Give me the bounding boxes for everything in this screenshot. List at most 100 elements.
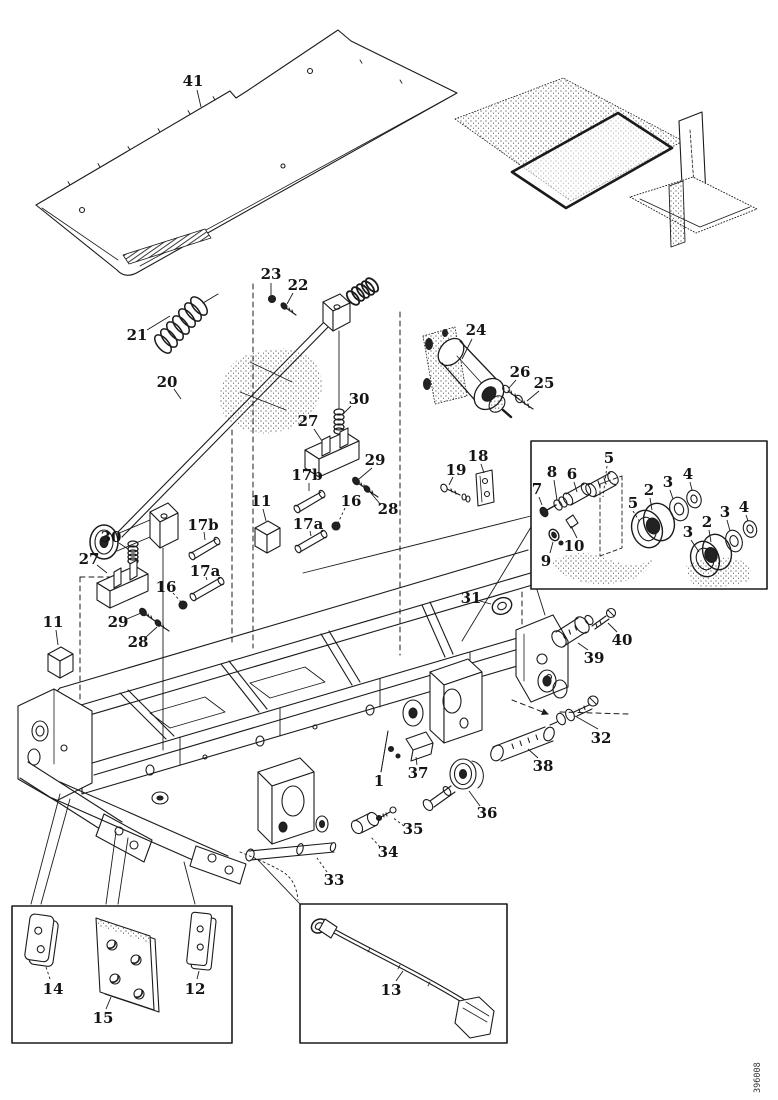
callout-40: 40 — [612, 631, 633, 649]
pin-17b-left — [188, 536, 221, 561]
callout-10: 10 — [564, 537, 585, 555]
callout-leader-11 — [262, 508, 267, 522]
frame-right-bracket — [402, 658, 483, 744]
callout-leader-32 — [574, 715, 599, 730]
callout-leader-10 — [570, 525, 578, 539]
callout-3: 3 — [663, 473, 673, 491]
callout-26: 26 — [510, 363, 531, 381]
callout-36: 36 — [477, 804, 498, 822]
callout-leader-38 — [527, 748, 539, 759]
panel-hole — [78, 206, 86, 214]
deflector-frame — [510, 111, 674, 210]
callout-28: 28 — [128, 633, 149, 651]
frame-left-end-plate — [17, 688, 93, 802]
callout-35: 35 — [403, 820, 424, 838]
screw-28-left — [154, 619, 170, 632]
callout-leader-33 — [316, 857, 328, 873]
callout-leader-3 — [726, 519, 731, 532]
mount-set-right — [254, 408, 495, 554]
screw-22 — [280, 302, 297, 316]
screw-assembly-32 — [549, 695, 599, 726]
callout-32: 32 — [591, 729, 612, 747]
bearing-detail-inset — [530, 440, 768, 590]
callout-leader-35 — [391, 816, 405, 827]
callout-leader-13 — [395, 970, 404, 982]
frame-right-end-plate — [515, 573, 569, 703]
callout-17b: 17b — [187, 516, 218, 534]
callout-23: 23 — [261, 265, 282, 283]
callout-leader-29 — [358, 467, 373, 480]
loose-parts-right — [245, 607, 617, 862]
callout-leader-21 — [146, 315, 171, 331]
ball-16-left — [178, 600, 188, 610]
callout-leader-31 — [479, 600, 492, 605]
drawing-number: 396008 — [753, 1062, 763, 1093]
callout-leader-28 — [145, 626, 158, 638]
callout-17b: 17b — [291, 466, 322, 484]
callout-29: 29 — [108, 613, 129, 631]
drive-shaft-assembly — [89, 277, 380, 751]
callout-leader-2 — [649, 497, 653, 511]
cable-inset — [299, 903, 508, 1044]
callout-leader-3 — [669, 489, 674, 500]
callout-leader-24 — [461, 338, 473, 360]
washer-9 — [548, 528, 564, 546]
frame-mid-bracket — [257, 757, 329, 845]
callout-34: 34 — [378, 843, 399, 861]
callout-leader-6 — [573, 481, 578, 493]
roller-36 — [422, 758, 484, 811]
callout-27: 27 — [79, 550, 100, 568]
callout-30: 30 — [349, 390, 370, 408]
deflector-assembly — [454, 77, 758, 248]
callout-3: 3 — [683, 523, 693, 541]
callout-leader-30 — [118, 542, 129, 550]
screw-29-left — [139, 607, 156, 622]
callout-5: 5 — [628, 494, 638, 512]
callout-leader-17b — [203, 531, 206, 541]
callout-leader-26 — [508, 379, 517, 389]
mount-set-left — [47, 536, 225, 679]
callout-leader-19 — [448, 476, 454, 486]
callout-leader-1 — [380, 730, 389, 773]
callout-16: 16 — [341, 492, 362, 510]
callout-9: 9 — [541, 552, 551, 570]
callout-20: 20 — [157, 373, 178, 391]
pin-17b-right — [293, 489, 326, 514]
callout-33: 33 — [324, 871, 345, 889]
callout-6: 6 — [567, 465, 577, 483]
callout-22: 22 — [288, 276, 309, 294]
callout-leader-29 — [126, 612, 142, 620]
shaft-5-assembly — [539, 470, 619, 518]
callout-37: 37 — [408, 764, 429, 782]
callout-17a: 17a — [293, 515, 324, 533]
callout-2: 2 — [702, 513, 712, 531]
ball-16-right — [331, 521, 341, 531]
bolt-38 — [490, 726, 555, 762]
callout-31: 31 — [461, 589, 482, 607]
panel-hole — [306, 67, 314, 75]
callout-21: 21 — [127, 326, 148, 344]
top-cover-panel — [35, 29, 458, 276]
callout-leader-17a — [205, 576, 208, 581]
screw-19 — [440, 483, 471, 503]
panel-edge-ticks — [67, 59, 403, 186]
callout-leader-41 — [196, 89, 202, 108]
callout-leader-17a — [309, 530, 312, 537]
screw-40 — [591, 607, 617, 630]
callout-1: 1 — [374, 772, 384, 790]
plate-12 — [186, 911, 217, 971]
pin-33 — [245, 842, 337, 862]
callout-leader-14 — [45, 966, 51, 980]
pin-17a-right — [294, 529, 328, 554]
pin-17a-left — [189, 576, 225, 602]
callout-leader-9 — [549, 541, 554, 554]
inset-leader-lines — [30, 515, 532, 905]
callout-39: 39 — [584, 649, 605, 667]
callout-leader-4 — [689, 481, 693, 491]
stud-35 — [375, 806, 397, 822]
callout-11: 11 — [43, 613, 64, 631]
callout-leader-7 — [538, 496, 543, 506]
spring-30-right — [333, 408, 345, 435]
callout-11: 11 — [251, 492, 272, 510]
